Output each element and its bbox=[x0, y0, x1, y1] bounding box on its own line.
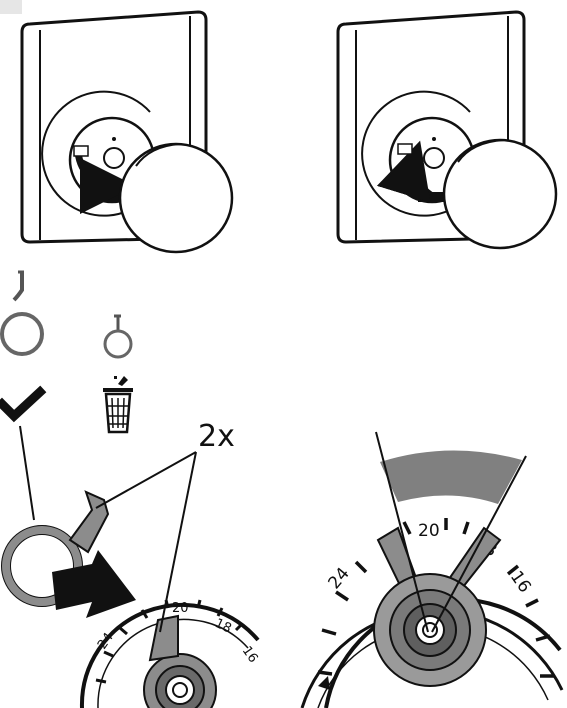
dial-large: 24 20 18 16 bbox=[300, 431, 564, 708]
dial-small-label-20: 20 bbox=[172, 601, 189, 616]
step-panel-right bbox=[336, 10, 558, 250]
insert-arrow-icon bbox=[52, 550, 136, 618]
ring-placement-scene: 24 20 18 16 2x bbox=[1, 419, 261, 708]
repeat-pointers bbox=[95, 451, 197, 633]
trash-bin-icon bbox=[103, 376, 133, 434]
dial-large-label-24: 24 bbox=[325, 564, 354, 593]
dial-small-label-18: 18 bbox=[212, 616, 233, 637]
range-band bbox=[380, 450, 522, 504]
corner-marker bbox=[0, 0, 22, 14]
thermostat-head-right bbox=[442, 138, 558, 250]
thermostat-head-left bbox=[118, 142, 234, 254]
limiter-ring-small bbox=[103, 314, 133, 359]
leader-line-check bbox=[19, 425, 35, 521]
dial-small: 24 20 18 16 bbox=[79, 599, 261, 708]
limiter-ring-large bbox=[0, 270, 44, 356]
dial-small-label-16: 16 bbox=[239, 644, 261, 666]
dial-large-label-20: 20 bbox=[418, 521, 440, 541]
repeat-count-label: 2x bbox=[198, 419, 235, 454]
checkmark-icon bbox=[0, 385, 47, 423]
step-panel-left bbox=[20, 10, 234, 254]
